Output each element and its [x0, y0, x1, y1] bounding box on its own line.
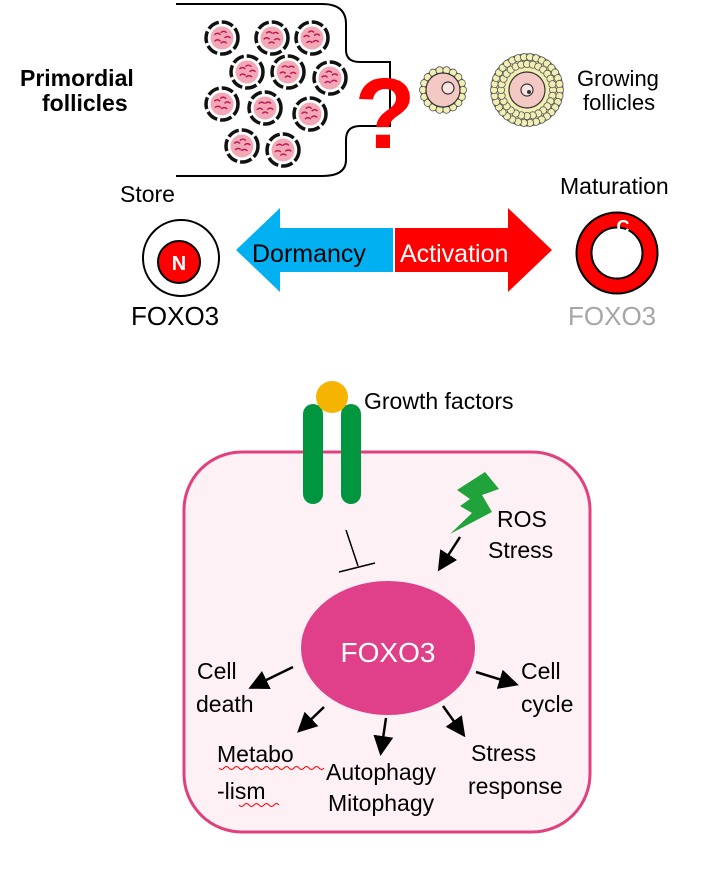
dormancy-label: Dormancy: [252, 240, 366, 268]
arrow-cell-death: [248, 665, 294, 689]
question-mark: ?: [354, 58, 415, 170]
primordial-follicle: [254, 20, 290, 56]
maturation-label: Maturation: [560, 173, 669, 199]
growth-factor-receptor: [303, 404, 361, 504]
activation-label: Activation: [400, 240, 508, 268]
metabolism-label-2: -lism: [217, 778, 266, 804]
metabolism-spellcheck-underline: [218, 766, 325, 807]
cytoplasm-letter: C: [617, 217, 630, 237]
ros-label: ROS: [497, 506, 547, 532]
primordial-follicles-label-2: follicles: [42, 90, 128, 116]
ros-arrow: [437, 536, 462, 572]
cell-death-label-2: death: [196, 691, 254, 717]
primordial-follicles-label-1: Primordial: [20, 65, 134, 91]
primordial-follicle-cluster: [204, 20, 348, 168]
stress-response-label-2: response: [468, 773, 563, 799]
autophagy-label: Autophagy: [326, 759, 436, 785]
foxo3-nuclear-label: FOXO3: [131, 301, 219, 331]
foxo3-nucleus: [301, 581, 475, 715]
store-label: Store: [120, 181, 175, 207]
arrow-metabolism: [297, 706, 325, 733]
nuclear-foxo3-oocyte: [142, 219, 220, 297]
primordial-follicle: [312, 60, 348, 96]
growing-follicle-small: [418, 66, 467, 114]
follicle-pool-outline: [176, 3, 391, 177]
primordial-follicle: [270, 54, 306, 90]
growth-factors-label: Growth factors: [364, 388, 514, 414]
arrow-stress-response: [441, 705, 466, 738]
primordial-follicle: [204, 86, 240, 122]
inhibition-arrow: [338, 529, 376, 573]
stress-label: Stress: [488, 537, 553, 563]
primordial-follicle: [204, 20, 240, 56]
metabolism-label-1: Metabo: [217, 741, 294, 767]
cell-death-label-1: Cell: [197, 658, 237, 684]
dormancy-arrow: [236, 208, 393, 292]
arrow-autophagy: [373, 717, 394, 756]
cell-cycle-label-1: Cell: [521, 658, 561, 684]
primordial-follicle-pool: [176, 3, 391, 177]
arrow-cell-cycle: [475, 669, 519, 689]
growing-follicles-label-1: Growing: [577, 66, 659, 91]
cell-cycle-label-2: cycle: [521, 691, 573, 717]
foxo3-center-label: FOXO3: [341, 637, 436, 668]
primordial-follicle: [265, 132, 301, 168]
activation-arrow: [395, 208, 552, 292]
stress-response-label-1: Stress: [471, 740, 536, 766]
growing-follicle-large: [489, 53, 565, 127]
primordial-follicle: [247, 90, 283, 126]
cytoplasmic-foxo3-oocyte: [575, 211, 659, 295]
nucleus-letter: N: [172, 253, 186, 275]
primordial-follicle: [294, 20, 330, 56]
primordial-follicle: [229, 54, 265, 90]
mitophagy-label: Mitophagy: [328, 790, 435, 816]
growing-follicles-label-2: follicles: [583, 90, 655, 115]
growth-factor-ligand: [316, 381, 348, 413]
ros-lightning-icon: [450, 472, 499, 534]
primordial-follicle: [224, 128, 260, 164]
primordial-follicle: [292, 96, 328, 132]
foxo3-cytoplasmic-label: FOXO3: [568, 301, 656, 331]
